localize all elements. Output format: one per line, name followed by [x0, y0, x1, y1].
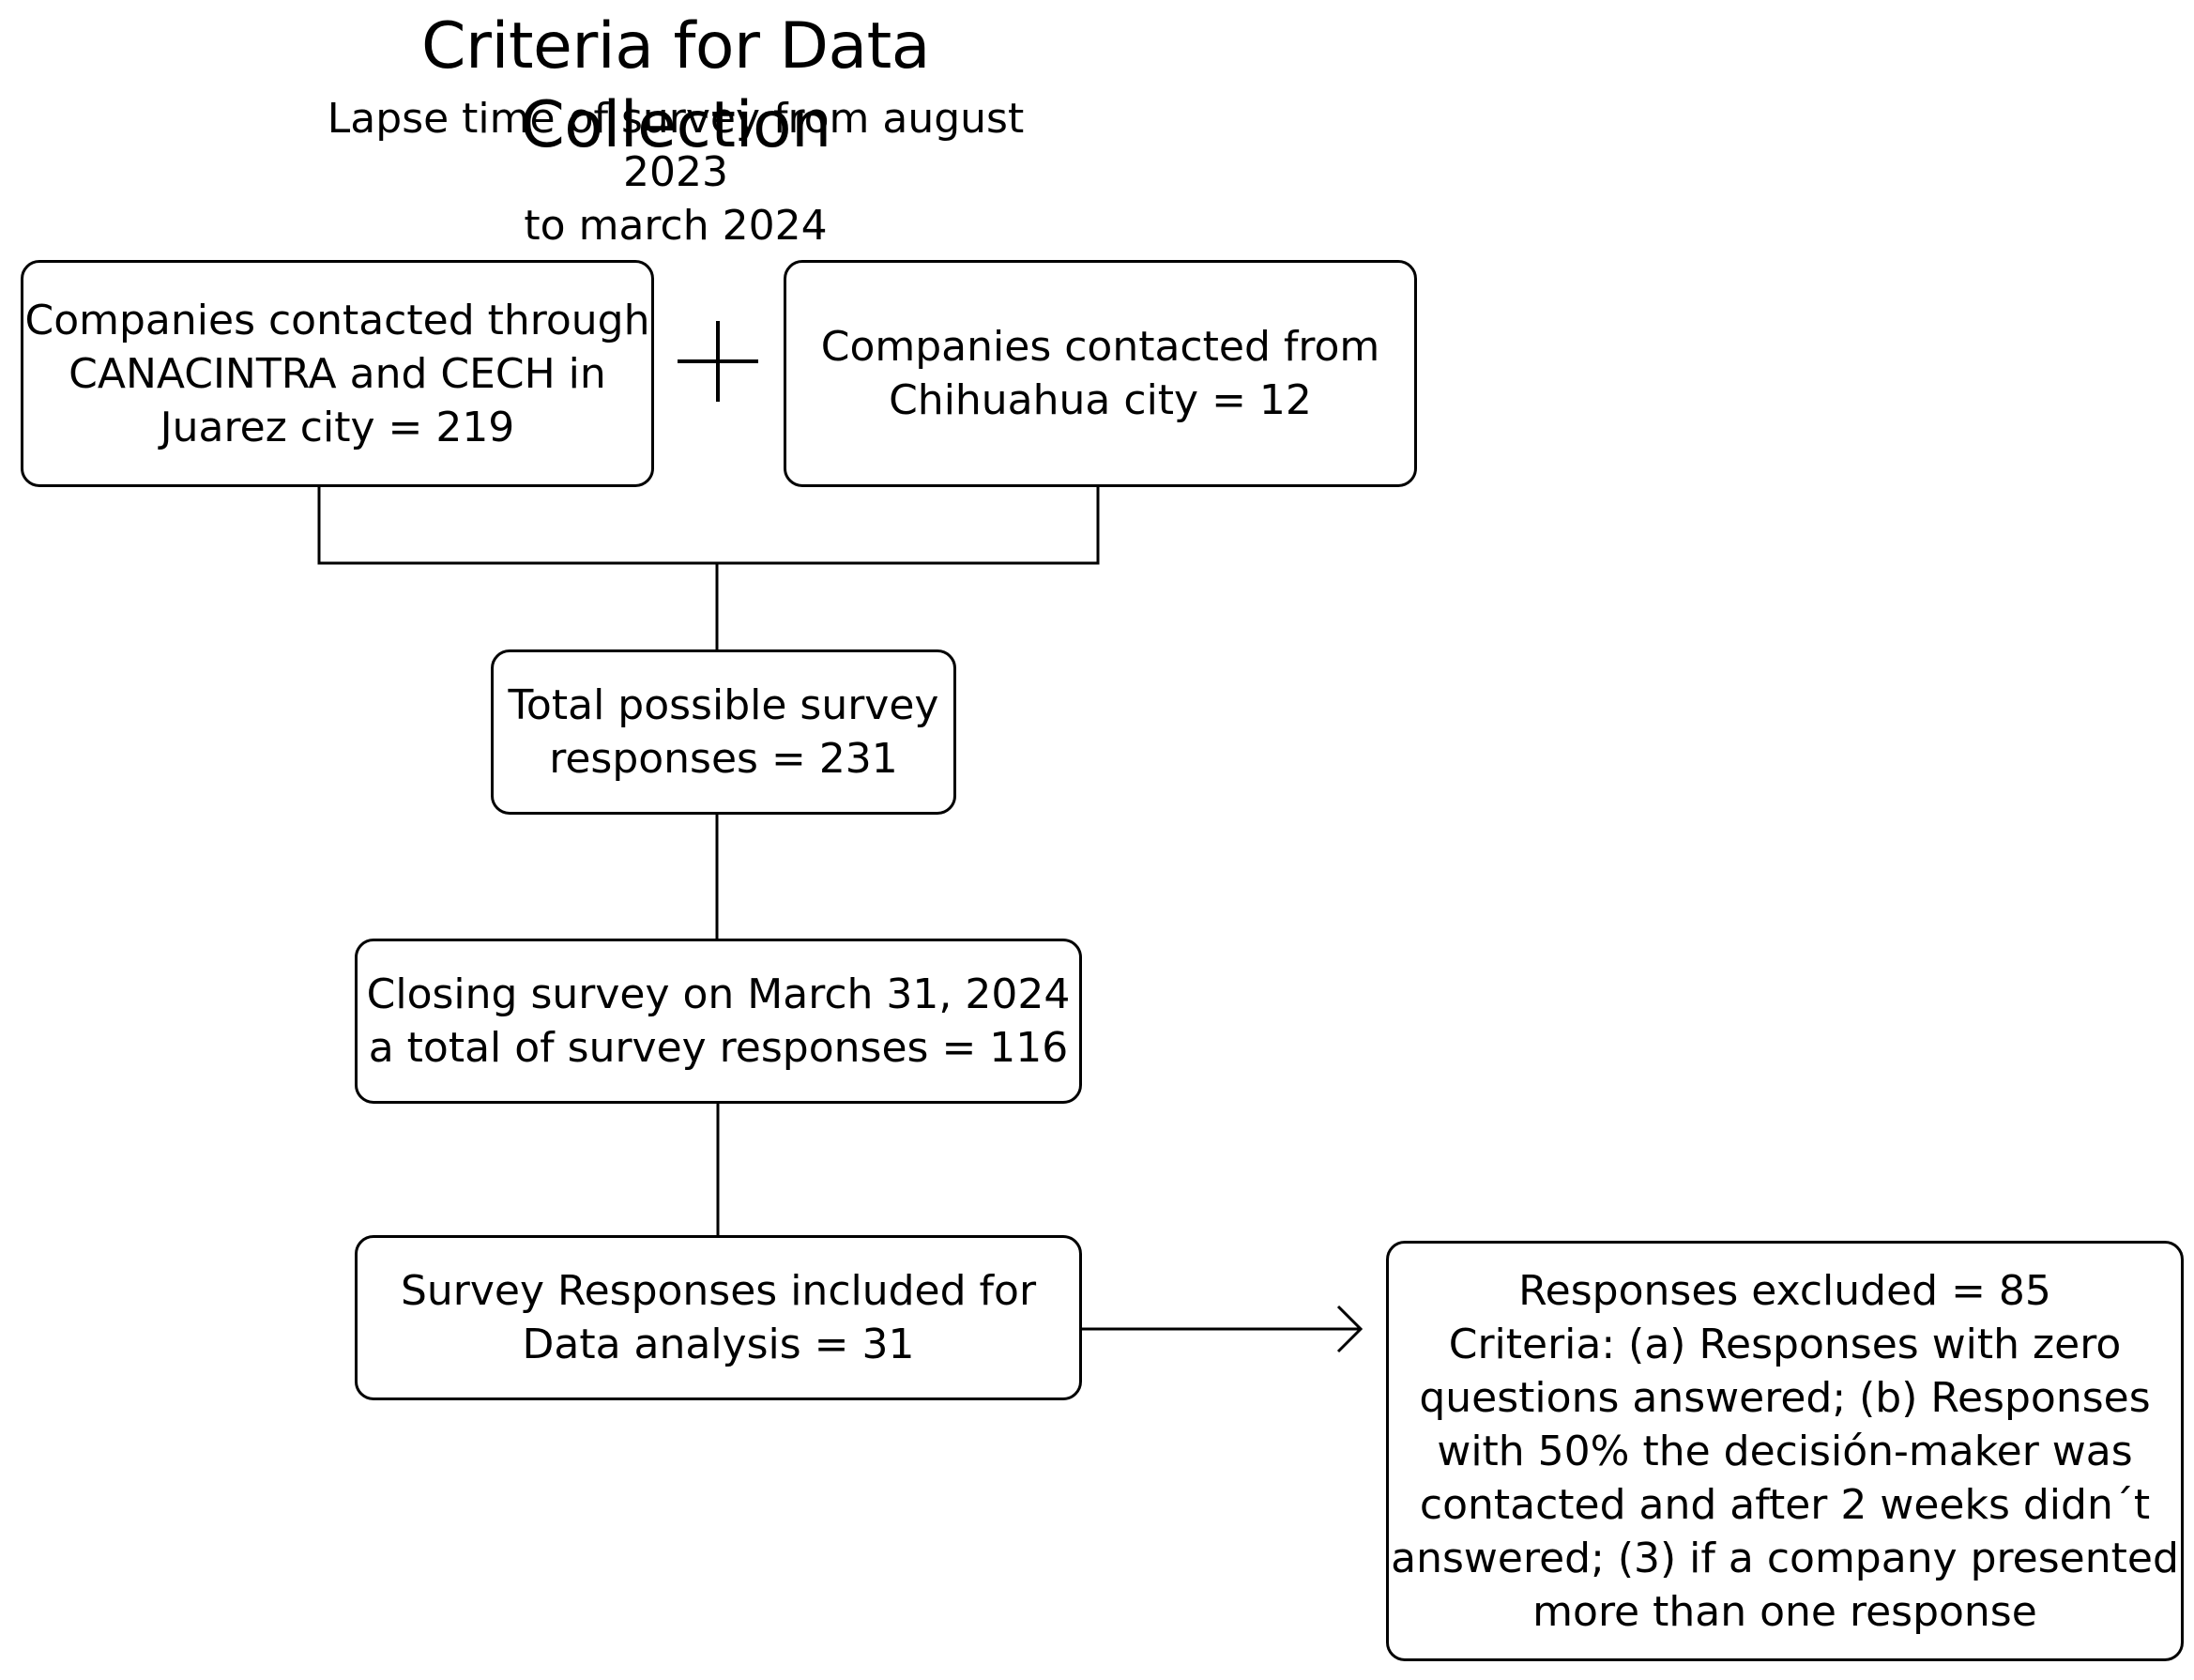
diagram-subtitle: Lapse time of survey from august 2023 to… — [327, 95, 1025, 250]
node-responses-included: Survey Responses included for Data analy… — [355, 1235, 1082, 1400]
arrow-to-excluded — [1082, 1305, 1364, 1353]
node-responses-excluded: Responses excluded = 85 Criteria: (a) Re… — [1386, 1241, 2184, 1661]
node-total-possible-responses: Total possible survey responses = 231 — [491, 649, 956, 815]
node-juarez-companies: Companies contacted through CANACINTRA a… — [21, 260, 654, 487]
node-chihuahua-companies: Companies contacted from Chihuahua city … — [784, 260, 1417, 487]
plus-icon — [678, 321, 758, 402]
node-closing-survey: Closing survey on March 31, 2024 a total… — [355, 939, 1082, 1104]
diagram-title: Criteria for Data Collection — [421, 9, 930, 162]
merge-connector — [317, 487, 1100, 649]
